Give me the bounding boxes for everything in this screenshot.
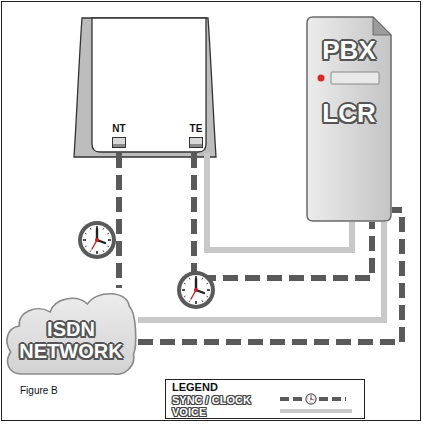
isdn-cloud-label: ISDN NETWORK: [16, 318, 126, 362]
port-socket: [112, 137, 126, 148]
legend-text: SYNC / CLOCK: [172, 394, 251, 406]
device-body: [74, 18, 216, 157]
pbx-server-label: PBX: [322, 36, 375, 65]
pbx-server: PBX LCR: [306, 16, 392, 222]
te-port: TE: [181, 123, 211, 153]
legend-head: LEGEND: [172, 381, 358, 393]
pbx-server-label: LCR: [322, 99, 375, 128]
isdn-cloud: ISDN NETWORK: [4, 288, 138, 380]
legend-box: LEGEND SYNC / CLOCKVOICE: [165, 379, 365, 419]
figure-caption: Figure B: [20, 385, 58, 397]
device-face: [92, 18, 206, 152]
nt-port: NT: [105, 123, 133, 153]
voice-line: [138, 222, 384, 320]
voice-sample: [280, 405, 370, 417]
port-socket: [189, 137, 203, 148]
sync-line: [116, 153, 122, 288]
legend-text: VOICE: [172, 406, 206, 418]
legend-row: VOICE: [172, 405, 358, 417]
legend-heading: LEGEND: [172, 381, 358, 393]
clock-icon: [177, 271, 215, 309]
sync-line: [138, 210, 402, 342]
legend-rows: SYNC / CLOCKVOICE: [172, 393, 358, 417]
te-port-label: TE: [190, 123, 203, 134]
legend-row: SYNC / CLOCK: [172, 393, 358, 405]
nt-port-label: NT: [112, 123, 125, 134]
clock-icon: [78, 221, 116, 259]
sync-sample: [280, 393, 370, 405]
frame: [2, 2, 421, 421]
